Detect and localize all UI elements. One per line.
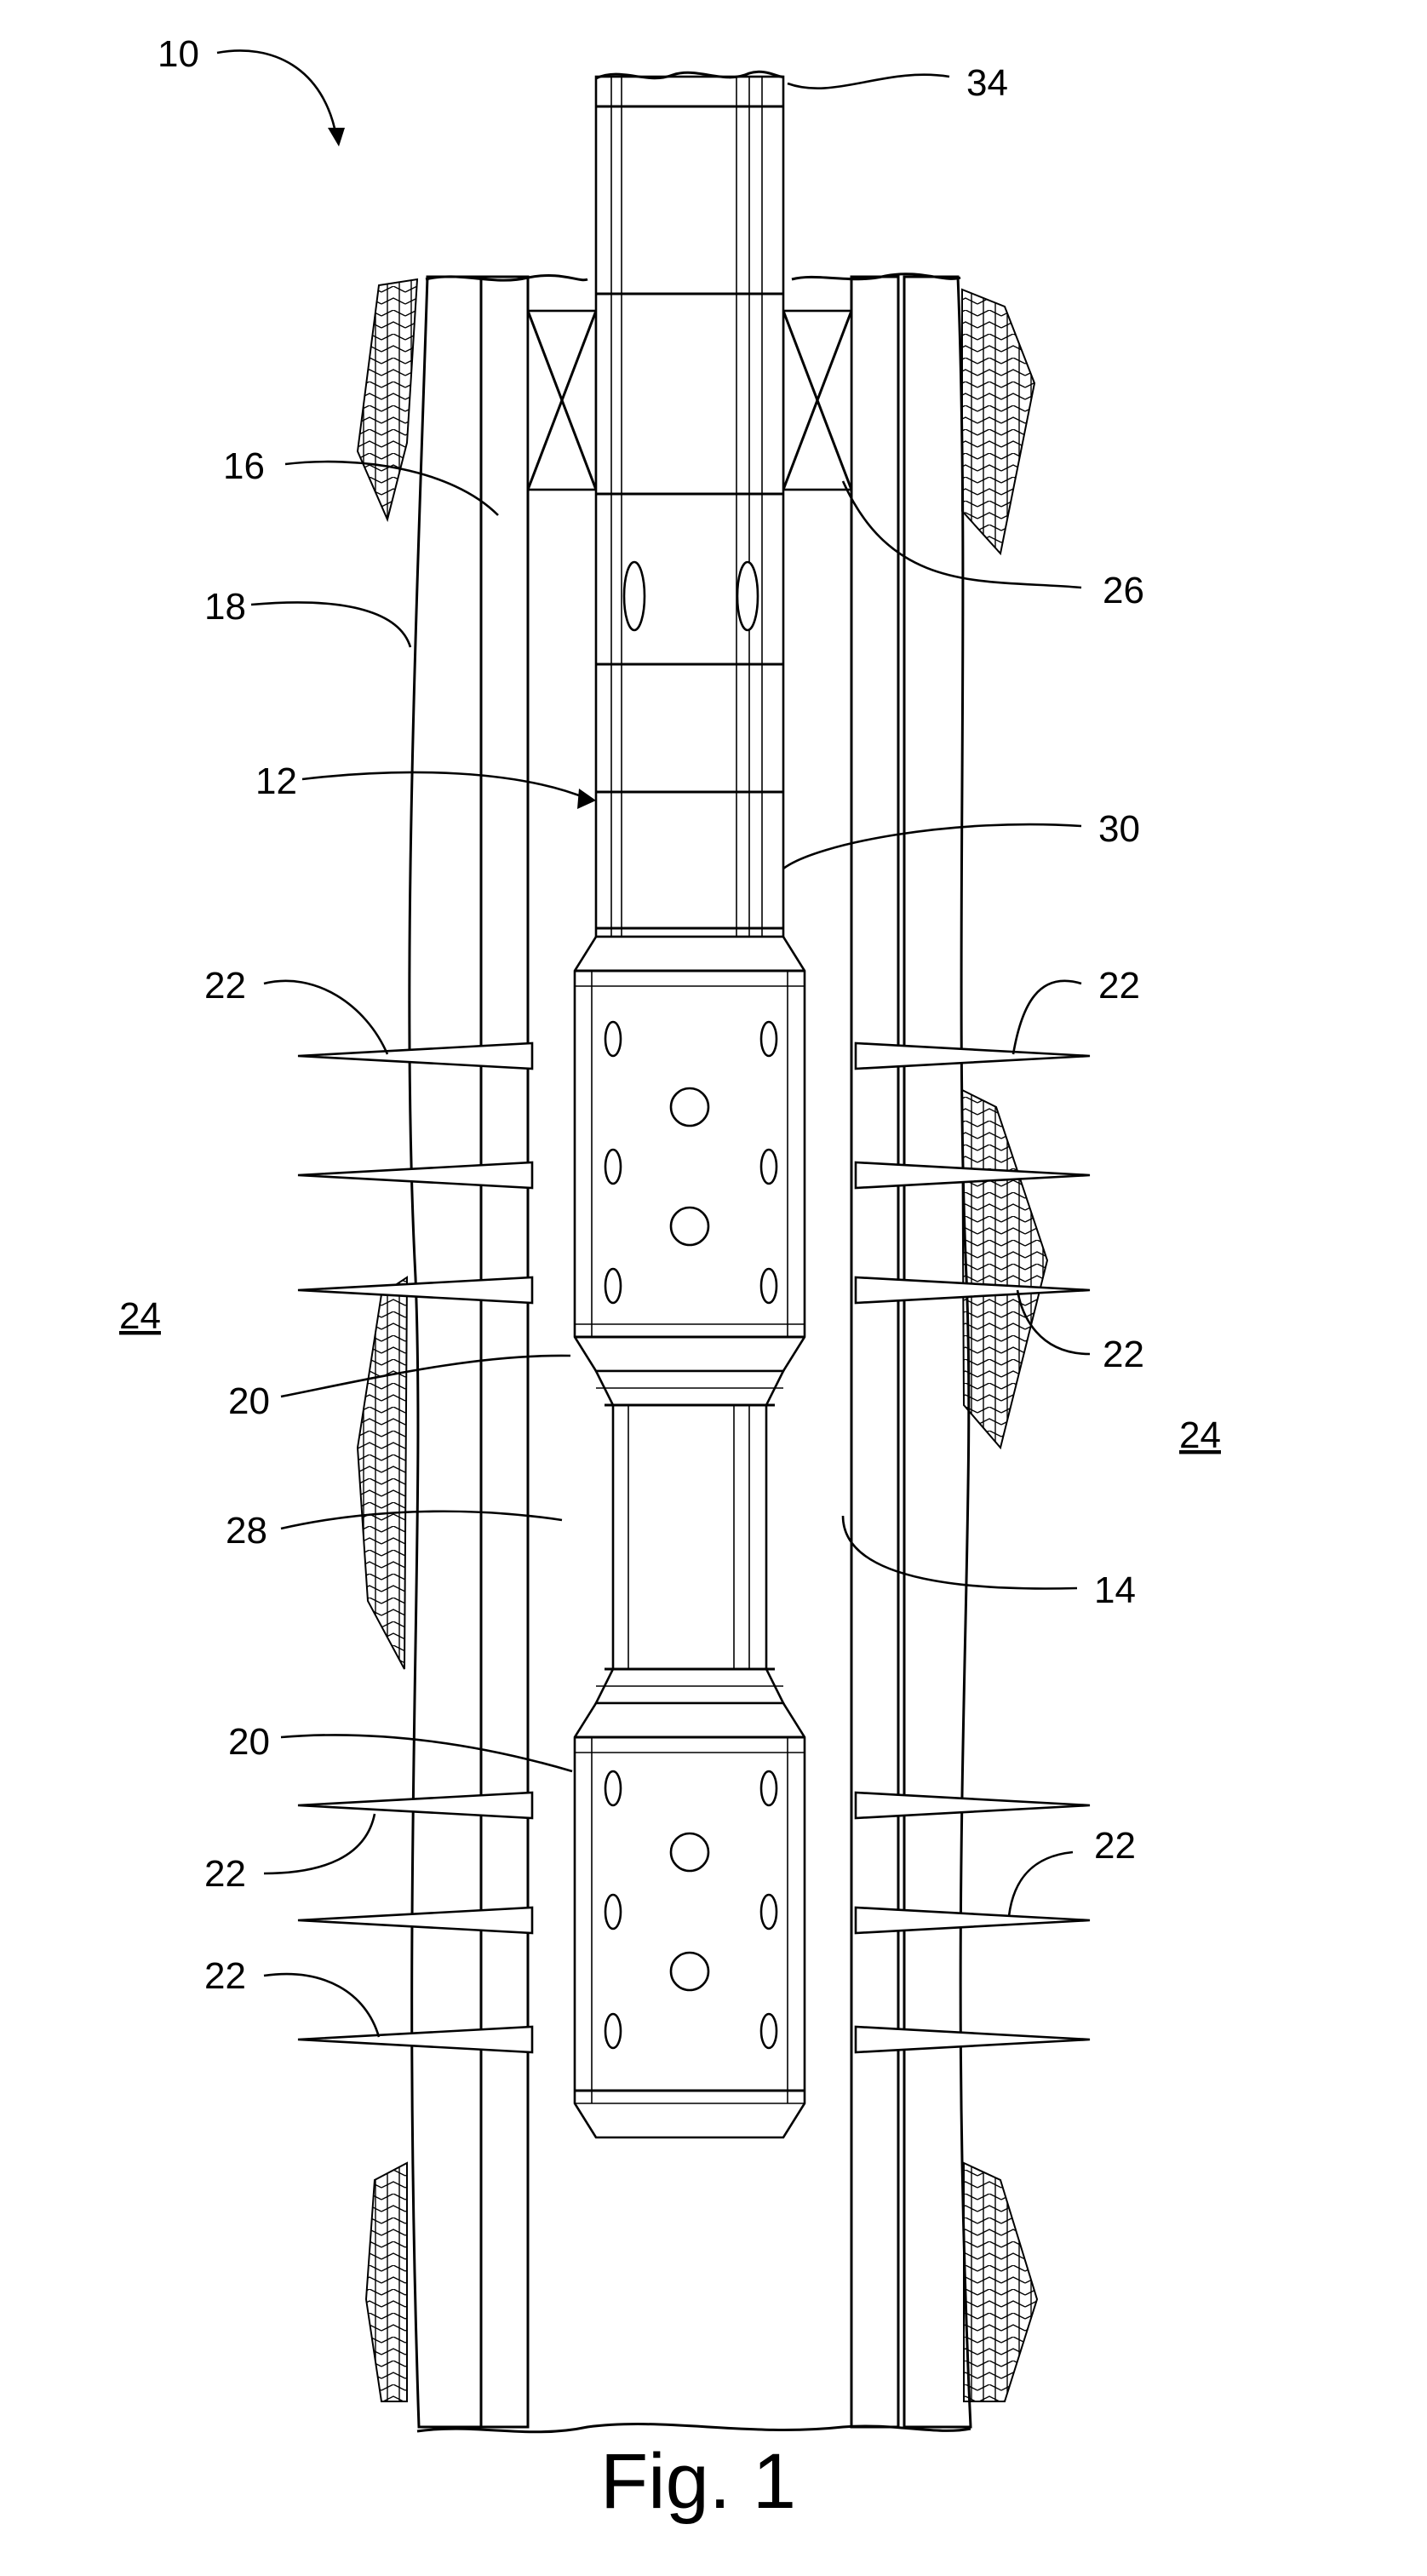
label-wellbore-wall: 14: [1094, 1569, 1136, 1611]
label-perf-4: 22: [1094, 1825, 1136, 1867]
label-perf-2: 22: [1098, 965, 1140, 1007]
label-formation-left: 24: [119, 1295, 161, 1337]
label-perf-5: 22: [204, 1853, 246, 1895]
gun-upper: [575, 937, 805, 1371]
label-system: 10: [158, 33, 199, 75]
middle-sub: [596, 1371, 783, 1703]
label-packer: 26: [1103, 570, 1144, 611]
label-perf-6: 22: [204, 1955, 246, 1997]
label-tool-string: 12: [255, 760, 297, 802]
label-cement: 18: [204, 586, 246, 628]
label-casing: 16: [223, 445, 265, 487]
label-formation-right: 24: [1179, 1414, 1221, 1456]
label-perf-3: 22: [1103, 1334, 1144, 1375]
tubing: [596, 72, 783, 937]
label-tubing: 30: [1098, 808, 1140, 850]
label-gun-lower: 20: [228, 1721, 270, 1763]
label-annulus: 28: [226, 1510, 267, 1552]
figure-caption: Fig. 1: [600, 2438, 796, 2525]
label-conveyance: 34: [966, 62, 1008, 104]
label-perf-1: 22: [204, 965, 246, 1007]
label-gun-upper: 20: [228, 1380, 270, 1422]
gun-lower: [575, 1703, 805, 2137]
